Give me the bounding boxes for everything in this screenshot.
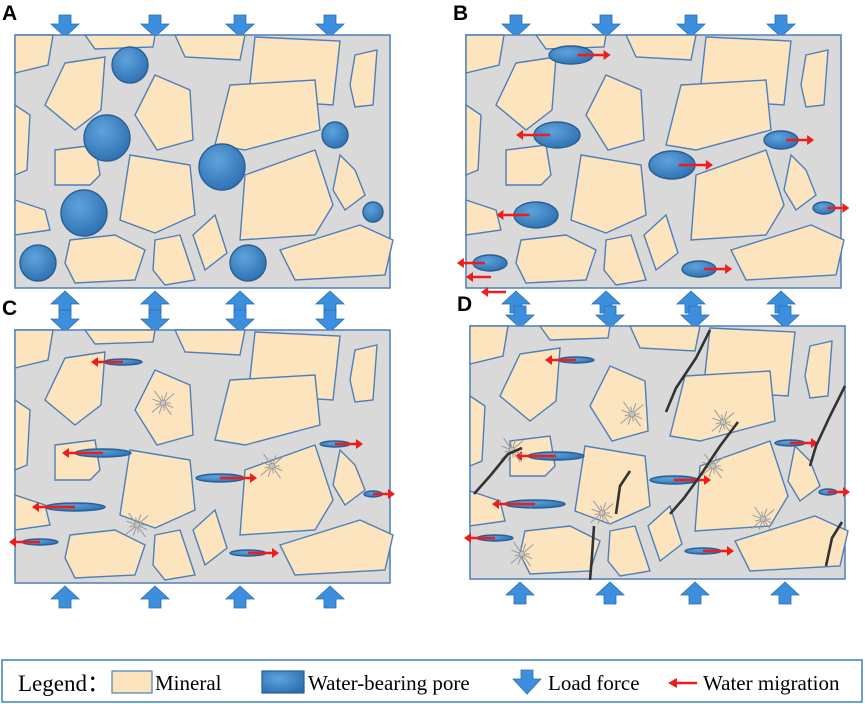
left-arrow-icon — [456, 258, 464, 268]
legend: Legend： Mineral Water-bearing pore Load … — [1, 659, 863, 703]
legend-item-migration: Water migration — [668, 671, 840, 695]
right-arrow-icon — [725, 264, 733, 274]
panel-label-d: D — [457, 293, 472, 316]
panel-label-a: A — [2, 2, 17, 25]
load-force-arrow-top — [769, 305, 801, 329]
load-force-arrow-bottom — [504, 581, 536, 605]
load-force-arrow-top — [224, 14, 256, 38]
legend-title: Legend： — [18, 671, 110, 696]
macro-crack — [588, 525, 596, 581]
left-arrow-icon — [496, 210, 504, 220]
panel-label-c: C — [2, 297, 17, 320]
pore-swatch — [261, 670, 305, 694]
load-force-arrow-top — [314, 309, 346, 333]
load-force-arrow-top — [49, 14, 81, 38]
panels: A B C D — [2, 2, 850, 609]
micro-crack — [711, 409, 735, 435]
load-force-arrow-top — [500, 14, 532, 38]
mineral-swatch — [111, 670, 153, 694]
left-arrow-icon — [466, 272, 473, 282]
micro-crack — [590, 500, 614, 526]
macro-crack — [614, 470, 632, 515]
left-arrow-icon — [464, 533, 471, 543]
macro-crack — [824, 521, 844, 567]
load-force-arrow-bottom — [139, 585, 171, 609]
right-arrow-icon — [250, 473, 257, 483]
load-force-arrow-top — [679, 305, 711, 329]
panel-d: D — [457, 293, 850, 605]
legend-label-mineral: Mineral — [155, 671, 222, 695]
load-force-arrow-bottom — [224, 585, 256, 609]
load-force-arrow-top — [675, 14, 707, 38]
left-arrow-icon — [492, 499, 499, 509]
macro-crack — [808, 385, 847, 467]
right-arrow-icon — [705, 160, 713, 170]
left-arrow-icon — [32, 502, 39, 512]
panel-c: C — [2, 297, 395, 609]
macro-crack — [669, 421, 740, 515]
legend-item-load: Load force — [512, 669, 640, 695]
legend-item-mineral: Mineral — [111, 670, 222, 695]
panel-b: B — [453, 2, 850, 314]
load-force-arrow-top — [314, 14, 346, 38]
load-force-arrow-top — [594, 305, 626, 329]
micro-crack — [751, 506, 775, 532]
micro-crack — [260, 453, 284, 479]
load-force-arrow-top — [765, 14, 797, 38]
right-arrow-icon — [388, 489, 395, 499]
load-force-arrow-top — [590, 14, 622, 38]
water-bearing-pore — [60, 189, 108, 237]
right-arrow-icon — [272, 548, 279, 558]
micro-crack — [620, 401, 644, 427]
right-arrow-icon — [807, 135, 815, 145]
legend-item-pore: Water-bearing pore — [261, 670, 470, 695]
water-bearing-pore — [229, 244, 267, 282]
water-bearing-pore — [111, 46, 149, 84]
water-bearing-pore — [362, 201, 384, 223]
left-arrow-icon — [668, 678, 677, 688]
load-force-arrow-top — [504, 305, 536, 329]
legend-label-load: Load force — [548, 671, 640, 695]
down-arrow-icon — [512, 669, 542, 695]
water-bearing-pore — [83, 114, 131, 162]
load-force-arrow-bottom — [594, 581, 626, 605]
left-arrow-icon — [516, 130, 524, 140]
load-force-arrow-top — [49, 309, 81, 333]
macro-crack — [664, 329, 712, 413]
right-arrow-icon — [356, 439, 363, 449]
panel-a: A — [2, 2, 394, 314]
load-force-arrow-bottom — [49, 585, 81, 609]
left-arrow-icon — [545, 355, 552, 365]
legend-label-migration: Water migration — [703, 671, 840, 695]
panel-label-b: B — [453, 2, 468, 25]
right-arrow-icon — [603, 50, 611, 60]
right-arrow-icon — [842, 203, 850, 213]
load-force-arrow-top — [139, 14, 171, 38]
right-arrow-icon — [727, 546, 734, 556]
load-force-arrow-top — [139, 309, 171, 333]
micro-crack — [151, 390, 175, 416]
load-force-arrow-bottom — [679, 581, 711, 605]
macro-crack — [473, 446, 523, 495]
load-force-arrow-bottom — [314, 585, 346, 609]
right-arrow-icon — [811, 438, 818, 448]
left-arrow-icon — [62, 448, 69, 458]
water-bearing-pore — [321, 121, 349, 149]
water-bearing-pore — [19, 244, 57, 282]
load-force-arrow-top — [224, 309, 256, 333]
micro-crack — [510, 541, 534, 567]
legend-label-pore: Water-bearing pore — [308, 671, 470, 695]
left-arrow-icon — [481, 287, 488, 297]
water-bearing-pore — [198, 143, 246, 191]
right-arrow-icon — [704, 475, 711, 485]
legend-frame — [1, 659, 863, 703]
micro-crack — [125, 512, 149, 538]
load-force-arrow-bottom — [769, 581, 801, 605]
left-arrow-icon — [91, 357, 98, 367]
right-arrow-icon — [843, 487, 850, 497]
left-arrow-icon — [9, 537, 16, 547]
